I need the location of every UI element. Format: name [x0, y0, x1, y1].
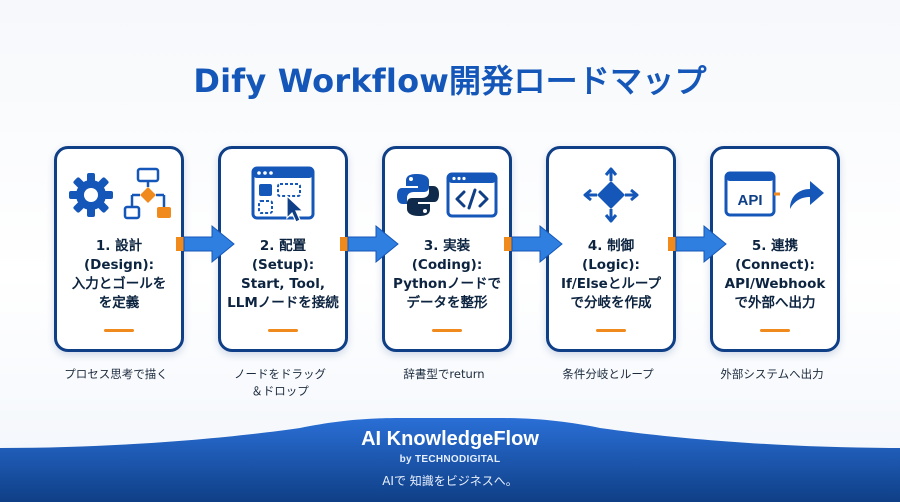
step-label: 1. 設計 (Design): 入力とゴールを を定義	[59, 237, 179, 313]
step-label: 2. 配置 (Setup): Start, Tool, LLMノードを接続	[223, 237, 343, 313]
step-desc-line-2: LLMノードを接続	[227, 295, 339, 311]
footer-banner: AI KnowledgeFlow by TECHNODIGITAL AIで 知識…	[0, 418, 900, 502]
flow-arrow	[668, 224, 727, 264]
caption-line: 辞書型でreturn	[403, 367, 485, 381]
step-desc-line-1: API/Webhook	[724, 276, 826, 292]
caption-line: ＆ドロップ	[251, 384, 309, 398]
step-caption: 辞書型でreturn	[362, 366, 526, 383]
api-box-icon: API	[724, 171, 780, 217]
flow-arrow	[504, 224, 563, 264]
step-caption: 条件分岐とループ	[526, 366, 690, 383]
step-number-title: 4. 制御	[587, 238, 635, 254]
gear-icon	[69, 173, 113, 217]
accent-bar	[104, 329, 134, 332]
step-label: 3. 実装 (Coding): Pythonノードで データを整形	[387, 237, 507, 313]
page-title: Dify Workflow開発ロードマップ	[193, 62, 707, 100]
step-card-coding: 3. 実装 (Coding): Pythonノードで データを整形	[382, 146, 512, 352]
step-card-logic: 4. 制御 (Logic): If/Elseとループ で分岐を作成	[546, 146, 676, 352]
flow-arrow	[340, 224, 399, 264]
step-number-title: 3. 実装	[423, 238, 471, 254]
step-desc-line-1: 入力とゴールを	[71, 276, 167, 292]
step-desc-line-2: で分岐を作成	[570, 295, 652, 311]
step-card-connect: API 5. 連携 (Connect): API/Webhook で外部へ出力	[710, 146, 840, 352]
share-arrow-icon	[790, 181, 824, 209]
footer-byline: by TECHNODIGITAL	[399, 454, 501, 465]
step-subtitle: (Setup):	[251, 257, 315, 273]
step-desc-line-2: を定義	[98, 295, 140, 311]
footer-brand: AI KnowledgeFlow	[361, 428, 539, 450]
step-icons	[549, 163, 673, 227]
caption-line: 外部システムへ出力	[720, 367, 824, 381]
step-card-design: 1. 設計 (Design): 入力とゴールを を定義	[54, 146, 184, 352]
drag-drop-window-icon	[251, 166, 315, 223]
step-label: 5. 連携 (Connect): API/Webhook で外部へ出力	[715, 237, 835, 313]
accent-bar	[268, 329, 298, 332]
step-desc-line-1: Pythonノードで	[393, 276, 501, 292]
step-subtitle: (Logic):	[582, 257, 640, 273]
accent-bar	[596, 329, 626, 332]
step-number-title: 5. 連携	[751, 238, 799, 254]
step-subtitle: (Connect):	[735, 257, 815, 273]
step-label: 4. 制御 (Logic): If/Elseとループ で分岐を作成	[551, 237, 671, 313]
flow-arrow	[176, 224, 235, 264]
caption-line: 条件分岐とループ	[562, 367, 654, 381]
accent-bar	[432, 329, 462, 332]
step-card-setup: 2. 配置 (Setup): Start, Tool, LLMノードを接続	[218, 146, 348, 352]
caption-line: プロセス思考で描く	[64, 367, 168, 381]
python-icon	[397, 174, 439, 216]
step-number-title: 1. 設計	[95, 238, 143, 254]
step-number-title: 2. 配置	[259, 238, 307, 254]
api-label: API	[737, 192, 762, 209]
step-desc-line-1: Start, Tool,	[241, 276, 325, 292]
caption-line: ノードをドラッグ	[234, 367, 326, 381]
step-caption: 外部システムへ出力	[690, 366, 854, 383]
step-icons	[57, 163, 181, 227]
step-desc-line-1: If/Elseとループ	[560, 276, 662, 292]
accent-bar	[760, 329, 790, 332]
step-desc-line-2: データを整形	[406, 295, 488, 311]
flowchart-icon	[123, 167, 171, 220]
step-desc-line-2: で外部へ出力	[734, 295, 816, 311]
step-icons	[221, 163, 345, 227]
step-subtitle: (Design):	[83, 257, 155, 273]
code-window-icon	[446, 172, 498, 218]
step-caption: ノードをドラッグ ＆ドロップ	[198, 366, 362, 400]
footer-tagline: AIで 知識をビジネスへ。	[382, 474, 518, 488]
step-subtitle: (Coding):	[411, 257, 483, 273]
step-caption: プロセス思考で描く	[34, 366, 198, 383]
step-icons: API	[713, 163, 837, 227]
branch-diamond-icon	[583, 167, 639, 223]
step-icons	[385, 163, 509, 227]
footer-background	[0, 418, 900, 502]
